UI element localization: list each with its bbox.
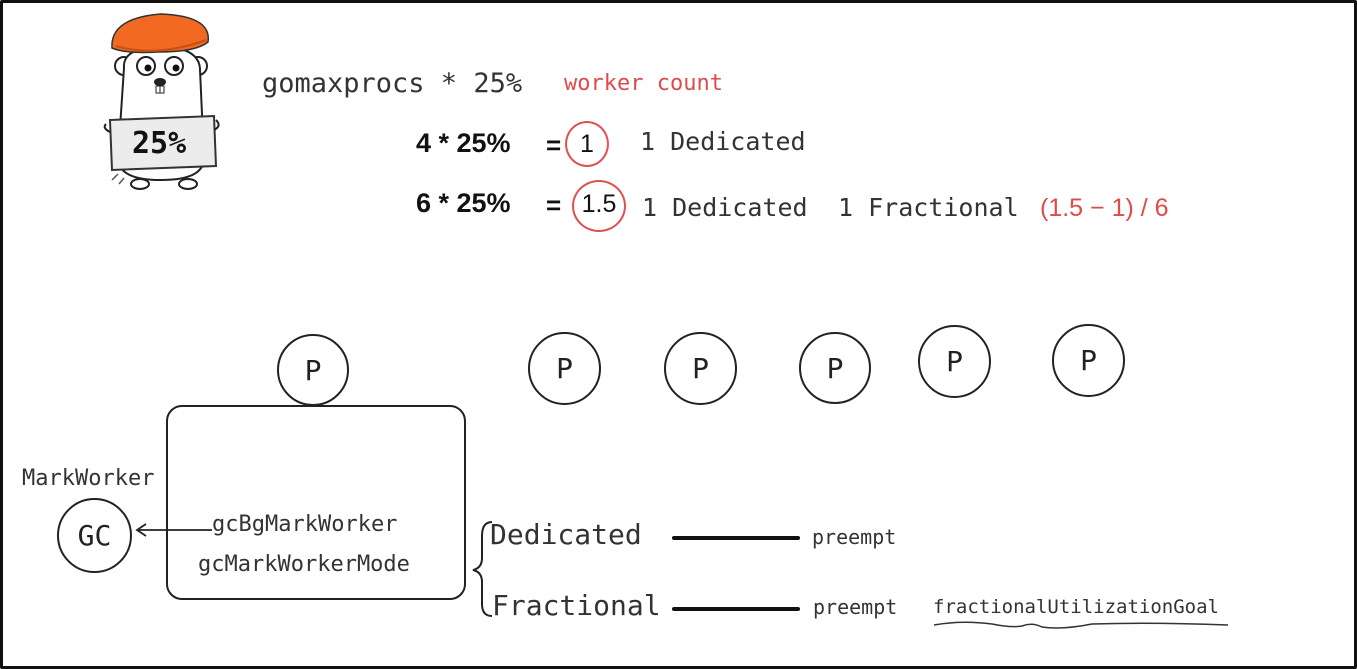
example-2-desc-dedicated: 1 Dedicated [642, 193, 808, 222]
processor-p-3: P [664, 332, 737, 405]
processor-p-6: P [1052, 324, 1125, 397]
example-2-result-circle [572, 180, 626, 232]
processor-p-5: P [918, 325, 991, 398]
mascot-sign-text: 25% [132, 126, 187, 161]
worker-box [166, 405, 466, 600]
fractional-preempt-label: preempt [813, 595, 898, 619]
fractional-utilization-goal-label: fractionalUtilizationGoal [933, 596, 1219, 618]
example-2-equals: = [546, 190, 562, 220]
underline-squiggle-icon [933, 621, 1229, 629]
gcbgmarkworker-label: gcBgMarkWorker [212, 512, 398, 537]
formula-title: gomaxprocs * 25% [262, 68, 523, 99]
fractional-line [672, 607, 800, 611]
dedicated-line [672, 536, 800, 540]
mode-fractional-label: Fractional [492, 589, 661, 622]
example-2-desc-fractional: 1 Fractional [838, 193, 1019, 222]
example-1-result: 1 [580, 130, 594, 158]
example-1-desc-dedicated: 1 Dedicated [640, 127, 806, 156]
processor-p-2: P [528, 332, 601, 405]
example-1-expr: 4 * 25% [416, 128, 511, 158]
worker-count-label: worker count [564, 71, 723, 96]
gcmarkworkermode-label: gcMarkWorkerMode [198, 552, 410, 577]
example-1-equals: = [546, 130, 562, 160]
gc-circle: GC [57, 498, 132, 573]
example-2-expr: 6 * 25% [416, 188, 511, 218]
curly-brace-icon [472, 521, 493, 617]
markworker-label: MarkWorker [22, 466, 155, 491]
processor-p-1: P [277, 334, 349, 406]
arrow-to-gc-icon [135, 523, 212, 537]
example-2-fraction-expr: (1.5 − 1) / 6 [1040, 194, 1169, 222]
gopher-mascot-icon [103, 13, 220, 190]
dedicated-preempt-label: preempt [812, 525, 897, 549]
example-1-result-circle [565, 121, 609, 167]
processor-p-4: P [799, 332, 871, 404]
mode-dedicated-label: Dedicated [490, 518, 642, 551]
example-2-result: 1.5 [581, 190, 617, 218]
